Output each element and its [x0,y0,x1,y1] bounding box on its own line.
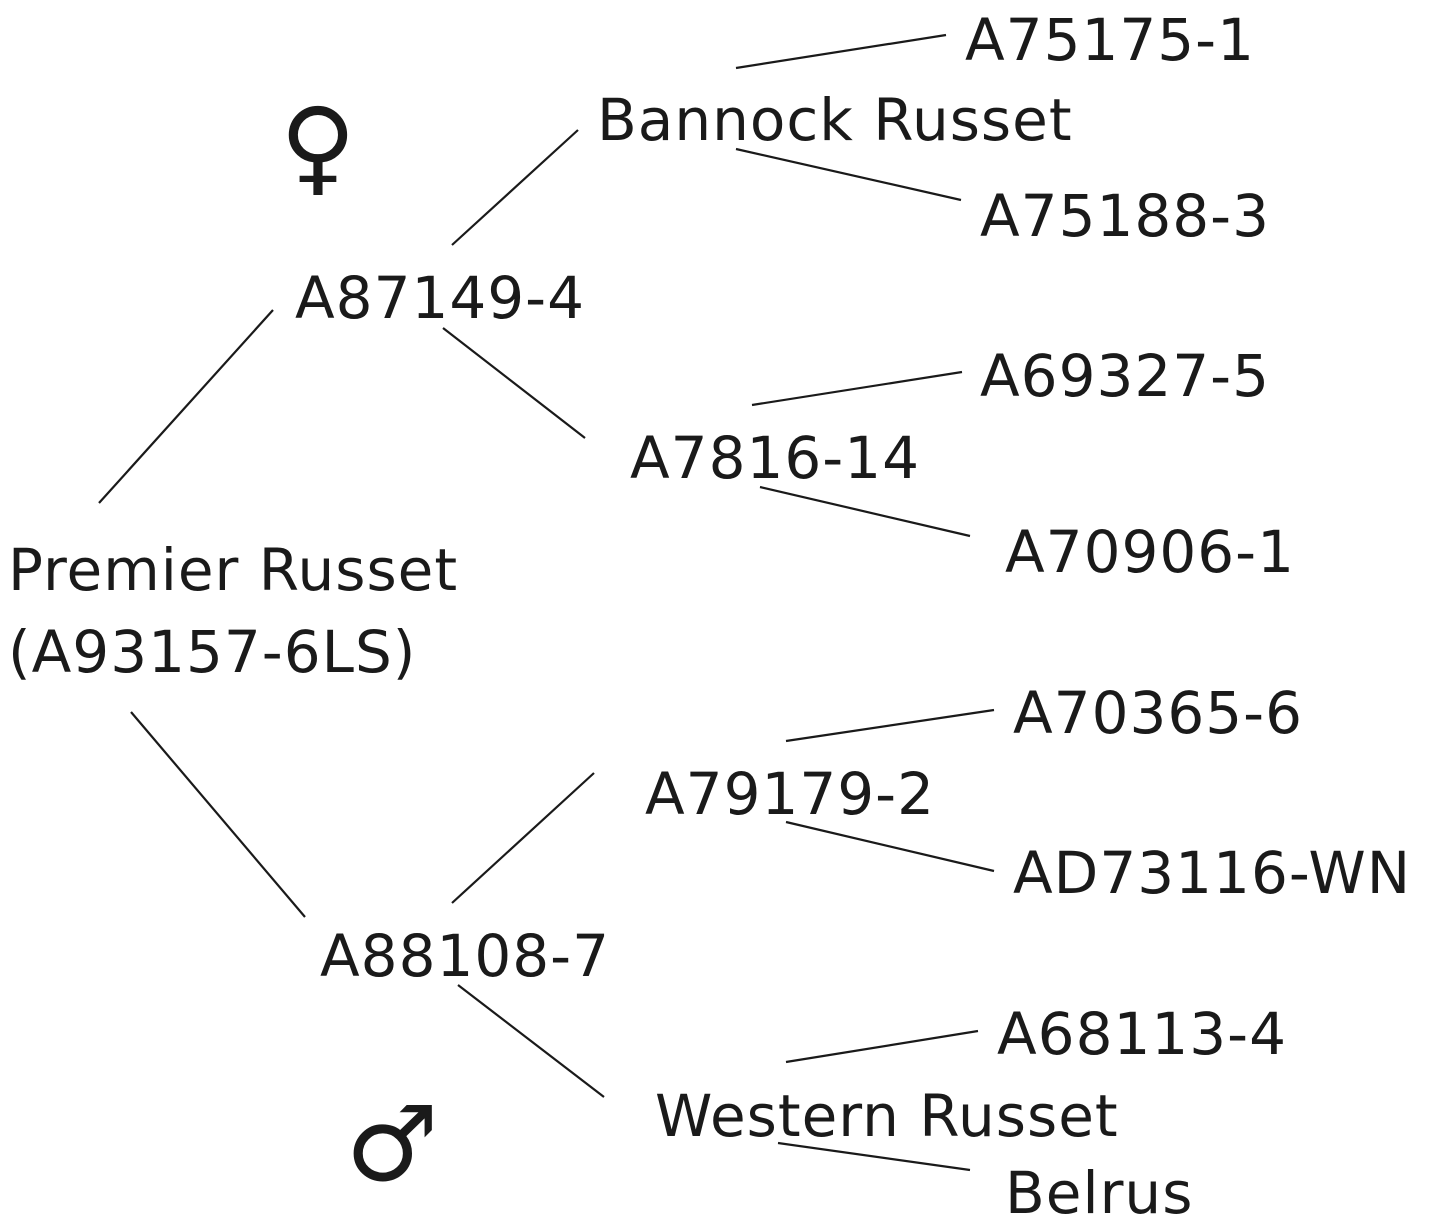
grandparent-mm-label: Western Russet [655,1082,1119,1150]
edge-mf-to-mff [785,708,995,743]
female-symbol-icon: ♀ [280,85,356,207]
edge-root-to-female-parent [98,309,274,504]
offspring-selection-id: (A93157-6LS) [8,618,416,686]
edge-fm-to-fmm [759,485,971,538]
edge-mm-to-mmf [785,1029,979,1064]
edge-female-parent-to-ff [451,129,579,246]
pedigree-connectors [98,33,995,1172]
edge-ff-to-fff [735,33,947,70]
female-parent-label: A87149-4 [295,264,585,332]
edge-mm-to-mmm [777,1141,971,1172]
great-grandparent-fff-label: A75175-1 [965,6,1255,74]
male-parent-label: A88108-7 [320,922,610,990]
great-grandparent-mfm-label: AD73116-WN [1013,839,1411,907]
edge-fm-to-fmf [751,370,963,407]
great-grandparent-fmf-label: A69327-5 [980,342,1270,410]
great-grandparent-mmm-label: Belrus [1005,1159,1193,1222]
great-grandparent-fmm-label: A70906-1 [1005,518,1295,586]
male-symbol-icon: ♂ [345,1083,438,1205]
grandparent-fm-label: A7816-14 [630,424,920,492]
edge-ff-to-ffm [735,147,962,202]
grandparent-mf-label: A79179-2 [645,760,935,828]
edge-female-parent-to-fm [442,327,586,439]
grandparent-ff-label: Bannock Russet [597,86,1073,154]
great-grandparent-ffm-label: A75188-3 [980,182,1270,250]
edge-mf-to-mfm [785,820,995,873]
great-grandparent-mmf-label: A68113-4 [997,1000,1287,1068]
edge-root-to-male-parent [130,711,306,918]
edge-male-parent-to-mf [451,772,595,904]
great-grandparent-mff-label: A70365-6 [1013,679,1303,747]
edge-male-parent-to-mm [457,984,605,1098]
offspring-name: Premier Russet [8,536,458,604]
